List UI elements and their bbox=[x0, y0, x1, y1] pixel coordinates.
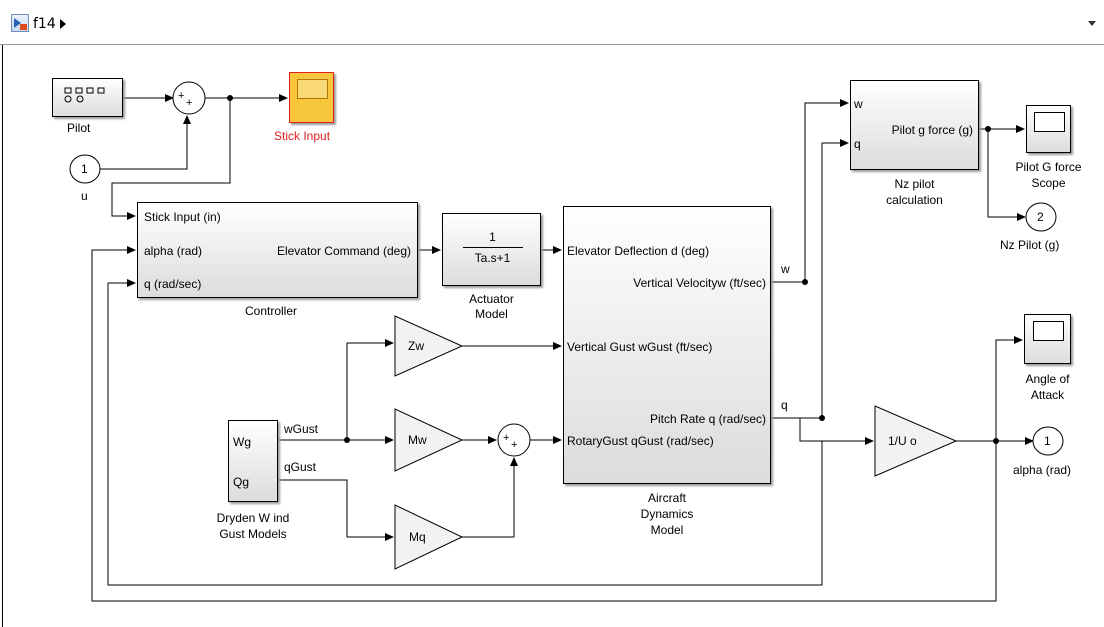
dryden-out1: Wg bbox=[233, 435, 251, 449]
nz-label-1: Nz pilot bbox=[894, 177, 935, 191]
junction-dot bbox=[993, 438, 999, 444]
outport-alpha[interactable] bbox=[1032, 426, 1064, 456]
aircraft-out1: Vertical Velocityw (ft/sec) bbox=[633, 276, 766, 290]
actuator-numerator: 1 bbox=[489, 230, 496, 244]
pilot-label: Pilot bbox=[67, 121, 91, 135]
sum1-sign-b: + bbox=[186, 97, 193, 109]
pilot-scope-label-1: Pilot G force bbox=[1015, 160, 1082, 174]
actuator-block[interactable]: 1 Ta.s+1 bbox=[442, 213, 541, 286]
aoa-label-1: Angle of bbox=[1025, 372, 1070, 386]
actuator-denominator: Ta.s+1 bbox=[474, 251, 511, 265]
controller-label: Controller bbox=[245, 304, 298, 318]
junction-dot bbox=[985, 126, 991, 132]
inport-u-label: u bbox=[81, 189, 88, 203]
pilot-block[interactable] bbox=[52, 78, 123, 117]
aircraft-in3: RotaryGust qGust (rad/sec) bbox=[567, 434, 714, 448]
sum-block-1[interactable] bbox=[172, 81, 206, 115]
actuator-label-1: Actuator bbox=[469, 292, 514, 306]
aircraft-in2: Vertical Gust wGust (ft/sec) bbox=[567, 340, 713, 354]
outport-alpha-label: alpha (rad) bbox=[1013, 463, 1072, 477]
dropdown-arrow-icon[interactable] bbox=[1088, 21, 1096, 26]
gain-mq[interactable] bbox=[394, 504, 464, 570]
junction-dot bbox=[227, 95, 233, 101]
controller-in2: alpha (rad) bbox=[144, 244, 203, 258]
junction-dot bbox=[802, 279, 808, 285]
controller-in1: Stick Input (in) bbox=[144, 210, 221, 224]
dryden-out2: Qg bbox=[233, 475, 250, 489]
stick-input-scope[interactable] bbox=[289, 72, 334, 123]
sum2-sign-a: + bbox=[503, 432, 510, 444]
dryden-block[interactable]: Wg Qg bbox=[228, 420, 278, 502]
scope-screen-icon bbox=[1034, 112, 1065, 132]
canvas-left-edge bbox=[2, 45, 3, 627]
gain-mw-label: Mw bbox=[408, 433, 427, 447]
actuator-label-2: Model bbox=[475, 307, 508, 321]
outport-nz-pilot[interactable] bbox=[1025, 202, 1057, 232]
sum2-sign-b: + bbox=[511, 439, 518, 451]
aircraft-in1: Elevator Deflection d (deg) bbox=[567, 244, 710, 258]
outport-nz-label: Nz Pilot (g) bbox=[1000, 238, 1060, 252]
inport-u[interactable] bbox=[69, 154, 101, 184]
outport-alpha-number: 1 bbox=[1044, 434, 1051, 448]
controller-out: Elevator Command (deg) bbox=[276, 244, 411, 258]
stick-input-label: Stick Input bbox=[274, 129, 331, 143]
aircraft-label-2: Dynamics bbox=[640, 507, 694, 521]
pilot-scope-label-2: Scope bbox=[1031, 176, 1066, 190]
gain-zw-label: Zw bbox=[408, 339, 424, 353]
nz-in2: q bbox=[854, 137, 861, 151]
aircraft-dynamics-block[interactable]: Elevator Deflection d (deg) Vertical Gus… bbox=[563, 206, 771, 484]
aoa-label-2: Attack bbox=[1030, 388, 1065, 402]
sum-block-2[interactable] bbox=[497, 423, 531, 457]
breadcrumb-arrow-icon[interactable] bbox=[60, 19, 66, 29]
controller-in3: q (rad/sec) bbox=[144, 277, 202, 291]
aircraft-label-1: Aircraft bbox=[647, 491, 686, 505]
angle-of-attack-scope[interactable] bbox=[1024, 314, 1071, 364]
sum1-sign-a: + bbox=[178, 90, 185, 102]
junction-dot bbox=[819, 415, 825, 421]
gain-uo[interactable] bbox=[874, 405, 958, 477]
gain-mq-label: Mq bbox=[409, 530, 426, 544]
pilot-g-force-scope[interactable] bbox=[1026, 105, 1071, 153]
signal-q-label: q bbox=[781, 398, 788, 412]
breadcrumb[interactable]: f14 bbox=[33, 16, 56, 32]
gain-mw[interactable] bbox=[394, 408, 464, 472]
inport-u-number: 1 bbox=[81, 162, 88, 176]
scope-screen-icon bbox=[1033, 321, 1064, 341]
junction-dot bbox=[344, 437, 350, 443]
controller-block[interactable]: Stick Input (in) alpha (rad) q (rad/sec)… bbox=[137, 202, 418, 298]
model-icon[interactable] bbox=[11, 14, 29, 32]
fraction-bar bbox=[463, 247, 523, 248]
nz-pilot-block[interactable]: w q Pilot g force (g) bbox=[850, 80, 979, 170]
aircraft-label-3: Model bbox=[650, 523, 684, 537]
toolbar: f14 bbox=[0, 0, 1104, 45]
nz-out: Pilot g force (g) bbox=[891, 123, 973, 137]
outport-nz-number: 2 bbox=[1037, 210, 1044, 224]
nz-in1: w bbox=[854, 97, 863, 111]
gain-uo-label: 1/U o bbox=[888, 434, 917, 448]
signal-qgust-label: qGust bbox=[284, 460, 317, 474]
nz-label-2: calculation bbox=[886, 193, 943, 207]
dryden-label-2: Gust Models bbox=[219, 527, 287, 541]
signal-wgust-label: wGust bbox=[284, 422, 319, 436]
dryden-label-1: Dryden W ind bbox=[216, 511, 290, 525]
aircraft-out2: Pitch Rate q (rad/sec) bbox=[649, 412, 766, 426]
signal-builder-icon bbox=[64, 87, 105, 103]
signal-w-label: w bbox=[781, 262, 790, 276]
scope-screen-icon bbox=[297, 79, 328, 99]
gain-zw[interactable] bbox=[394, 315, 464, 377]
